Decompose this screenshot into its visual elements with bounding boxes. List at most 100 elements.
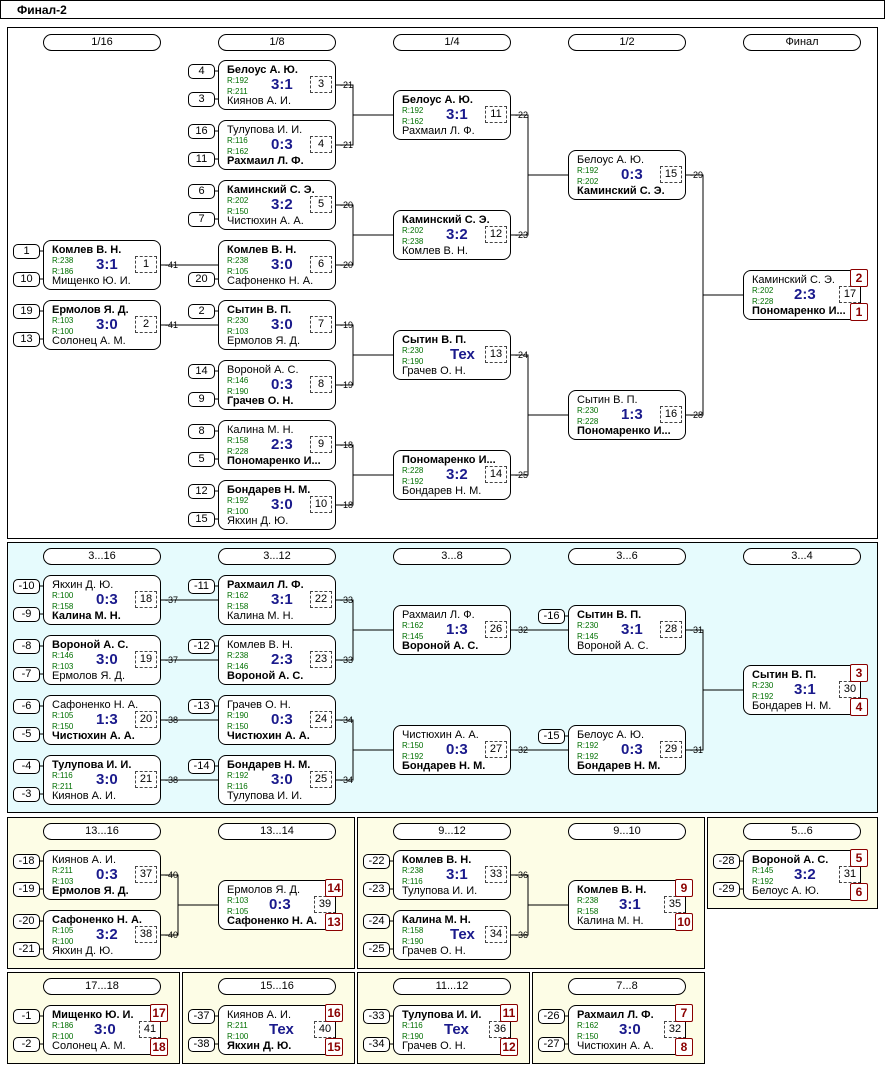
player-name-bottom[interactable]: Чистюхин А. А. — [577, 1040, 654, 1052]
player-name-bottom[interactable]: Бондарев Н. М. — [402, 760, 486, 772]
player-name-top[interactable]: Сытин В. П. — [402, 334, 467, 346]
player-name-bottom[interactable]: Грачев О. Н. — [402, 1040, 466, 1052]
player-name-bottom[interactable]: Вороной А. С. — [402, 640, 479, 652]
player-name-bottom[interactable]: Бондарев Н. М. — [752, 700, 832, 712]
player-name-top[interactable]: Каминский С. Э. — [227, 184, 315, 196]
player-name-top[interactable]: Пономаренко И... — [402, 454, 496, 466]
player-name-bottom[interactable]: Чистюхин А. А. — [227, 730, 310, 742]
player-name-bottom[interactable]: Солонец А. М. — [52, 335, 126, 347]
player-name-top[interactable]: Бондарев Н. М. — [227, 759, 311, 771]
player-name-bottom[interactable]: Пономаренко И... — [752, 305, 846, 317]
player-name-bottom[interactable]: Тулупова И. И. — [227, 790, 303, 802]
player-name-top[interactable]: Вороной А. С. — [227, 364, 299, 376]
player-name-top[interactable]: Комлев В. Н. — [402, 854, 472, 866]
player-name-bottom[interactable]: Грачев О. Н. — [402, 945, 466, 957]
player-name-top[interactable]: Белоус А. Ю. — [227, 64, 298, 76]
player-name-top[interactable]: Комлев В. Н. — [52, 244, 122, 256]
player-name-bottom[interactable]: Киянов А. И. — [227, 95, 292, 107]
player-name-bottom[interactable]: Чистюхин А. А. — [227, 215, 304, 227]
player-name-top[interactable]: Калина М. Н. — [227, 424, 294, 436]
player-name-top[interactable]: Рахмаил Л. Ф. — [577, 1009, 654, 1021]
player-name-bottom[interactable]: Вороной А. С. — [577, 640, 649, 652]
player-name-top[interactable]: Каминский С. Э. — [402, 214, 490, 226]
player-name-top[interactable]: Сафоненко Н. А. — [52, 699, 139, 711]
player-name-bottom[interactable]: Рахмаил Л. Ф. — [402, 125, 475, 137]
player-name-top[interactable]: Киянов А. И. — [52, 854, 117, 866]
player-name-bottom[interactable]: Грачев О. Н. — [402, 365, 466, 377]
player-name-bottom[interactable]: Ермолов Я. Д. — [52, 885, 129, 897]
player-name-top[interactable]: Вороной А. С. — [52, 639, 129, 651]
player-name-bottom[interactable]: Пономаренко И... — [227, 455, 321, 467]
player-name-bottom[interactable]: Мищенко Ю. И. — [52, 275, 131, 287]
player-name-bottom[interactable]: Бондарев Н. М. — [402, 485, 482, 497]
player-name-bottom[interactable]: Киянов А. И. — [52, 790, 117, 802]
player-name-top[interactable]: Грачев О. Н. — [227, 699, 291, 711]
player-name-bottom[interactable]: Якхин Д. Ю. — [227, 1040, 292, 1052]
player-name-top[interactable]: Тулупова И. И. — [227, 124, 303, 136]
player-name-top[interactable]: Тулупова И. И. — [52, 759, 132, 771]
player-name-bottom[interactable]: Сафоненко Н. А. — [227, 915, 317, 927]
player-name-bottom[interactable]: Каминский С. Э. — [577, 185, 665, 197]
player-name-top[interactable]: Ермолов Я. Д. — [52, 304, 129, 316]
player-name-top[interactable]: Рахмаил Л. Ф. — [402, 609, 475, 621]
player-name-top[interactable]: Ермолов Я. Д. — [227, 884, 301, 896]
player-name-top[interactable]: Каминский С. Э. — [752, 274, 835, 286]
player-name-bottom[interactable]: Ермолов Я. Д. — [52, 670, 126, 682]
player-name-top[interactable]: Белоус А. Ю. — [577, 154, 645, 166]
player-name-bottom[interactable]: Солонец А. М. — [52, 1040, 126, 1052]
player-name-bottom[interactable]: Калина М. Н. — [577, 915, 644, 927]
player-name-top[interactable]: Тулупова И. И. — [402, 1009, 482, 1021]
player-name-top[interactable]: Сытин В. П. — [227, 304, 292, 316]
player-name-top[interactable]: Белоус А. Ю. — [577, 729, 645, 741]
player-name-top[interactable]: Бондарев Н. М. — [227, 484, 311, 496]
player-name-top[interactable]: Калина М. Н. — [402, 914, 471, 926]
player-name-bottom[interactable]: Якхин Д. Ю. — [52, 945, 114, 957]
player-name-bottom[interactable]: Чистюхин А. А. — [52, 730, 135, 742]
player-name-bottom[interactable]: Комлев В. Н. — [402, 245, 468, 257]
player-name-top[interactable]: Комлев В. Н. — [227, 639, 293, 651]
player-name-bottom[interactable]: Сафоненко Н. А. — [227, 275, 314, 287]
player-name-bottom[interactable]: Калина М. Н. — [227, 610, 294, 622]
player-name-bottom[interactable]: Белоус А. Ю. — [752, 885, 820, 897]
player-name-bottom[interactable]: Якхин Д. Ю. — [227, 515, 289, 527]
player-name-top[interactable]: Комлев В. Н. — [227, 244, 297, 256]
player-name-top[interactable]: Сытин В. П. — [752, 669, 817, 681]
player-name-top[interactable]: Белоус А. Ю. — [402, 94, 473, 106]
player-name-top[interactable]: Сытин В. П. — [577, 394, 638, 406]
player-name-bottom[interactable]: Грачев О. Н. — [227, 395, 294, 407]
player-name-bottom[interactable]: Бондарев Н. М. — [577, 760, 661, 772]
